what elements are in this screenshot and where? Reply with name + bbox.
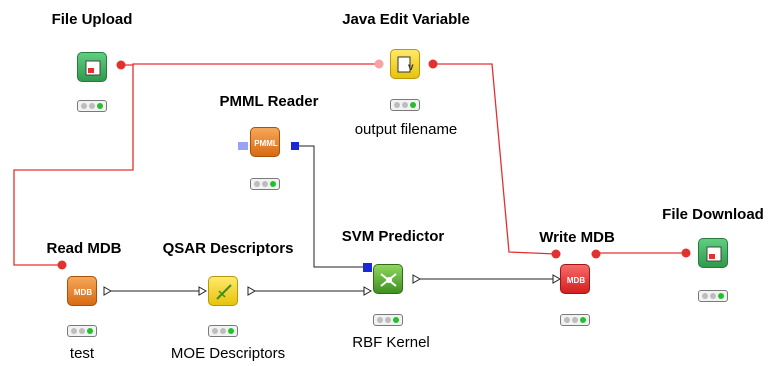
qsar-descriptors-node[interactable] <box>208 276 238 306</box>
connection-fileupload-javaedit[interactable] <box>121 63 379 66</box>
status-light <box>698 290 728 302</box>
output-port[interactable] <box>103 286 113 296</box>
java-edit-variable-node[interactable]: v <box>390 49 420 79</box>
node-title: File Upload <box>51 11 133 28</box>
node-title: QSAR Descriptors <box>162 240 294 257</box>
svm-predictor-node[interactable] <box>373 264 403 294</box>
input-port[interactable] <box>552 274 562 284</box>
connection-fileupload-readmdb[interactable] <box>13 65 134 266</box>
read-mdb-node[interactable]: MDB <box>67 276 97 306</box>
pmml-reader-node[interactable]: PMML <box>250 127 280 157</box>
status-light <box>373 314 403 326</box>
svm-predictor-icon <box>380 273 397 287</box>
data-ports <box>103 274 562 296</box>
node-title: File Download <box>662 206 764 223</box>
pmml-input-port[interactable] <box>363 263 372 272</box>
input-port[interactable] <box>198 286 208 296</box>
output-port[interactable] <box>247 286 257 296</box>
port-dot[interactable] <box>591 249 601 259</box>
qsar-descriptors-icon <box>216 284 232 300</box>
pmml-output-port[interactable] <box>291 142 299 150</box>
data-connections <box>111 145 553 292</box>
file-download-icon <box>706 246 722 262</box>
file-upload-icon <box>85 60 101 76</box>
port-dot[interactable] <box>681 248 691 258</box>
status-light <box>560 314 590 326</box>
port-dot[interactable] <box>57 260 67 270</box>
node-subtitle: MOE Descriptors <box>170 345 286 362</box>
status-light <box>77 100 107 112</box>
file-upload-node[interactable] <box>77 52 107 82</box>
port-dot[interactable] <box>374 59 384 69</box>
node-title: Java Edit Variable <box>342 11 470 28</box>
status-light <box>250 178 280 190</box>
svg-text:v: v <box>408 62 414 73</box>
port-dot[interactable] <box>428 59 438 69</box>
node-subtitle: output filename <box>354 121 458 138</box>
pmml-reader-icon: PMML <box>254 138 278 148</box>
java-edit-variable-icon: v <box>397 56 414 73</box>
port-dot[interactable] <box>551 249 561 259</box>
node-subtitle: test <box>69 345 95 362</box>
status-light <box>390 99 420 111</box>
node-title: Write MDB <box>539 229 615 246</box>
port-dot[interactable] <box>116 60 126 70</box>
flow-variable-ports <box>57 59 691 270</box>
status-light <box>208 325 238 337</box>
connection-pmml-svm[interactable] <box>298 145 364 268</box>
status-light <box>67 325 97 337</box>
output-port[interactable] <box>412 274 422 284</box>
pmml-input-port[interactable] <box>238 142 248 150</box>
node-title: PMML Reader <box>219 93 319 110</box>
node-subtitle: RBF Kernel <box>352 334 430 351</box>
flow-variable-connections <box>13 63 686 266</box>
connection-javaedit-writemdb[interactable] <box>433 63 557 255</box>
read-mdb-icon: MDB <box>73 287 93 297</box>
node-title: SVM Predictor <box>341 228 445 245</box>
node-title: Read MDB <box>46 240 122 257</box>
write-mdb-icon: MDB <box>566 275 586 285</box>
write-mdb-node[interactable]: MDB <box>560 264 590 294</box>
file-download-node[interactable] <box>698 238 728 268</box>
input-port[interactable] <box>363 286 373 296</box>
